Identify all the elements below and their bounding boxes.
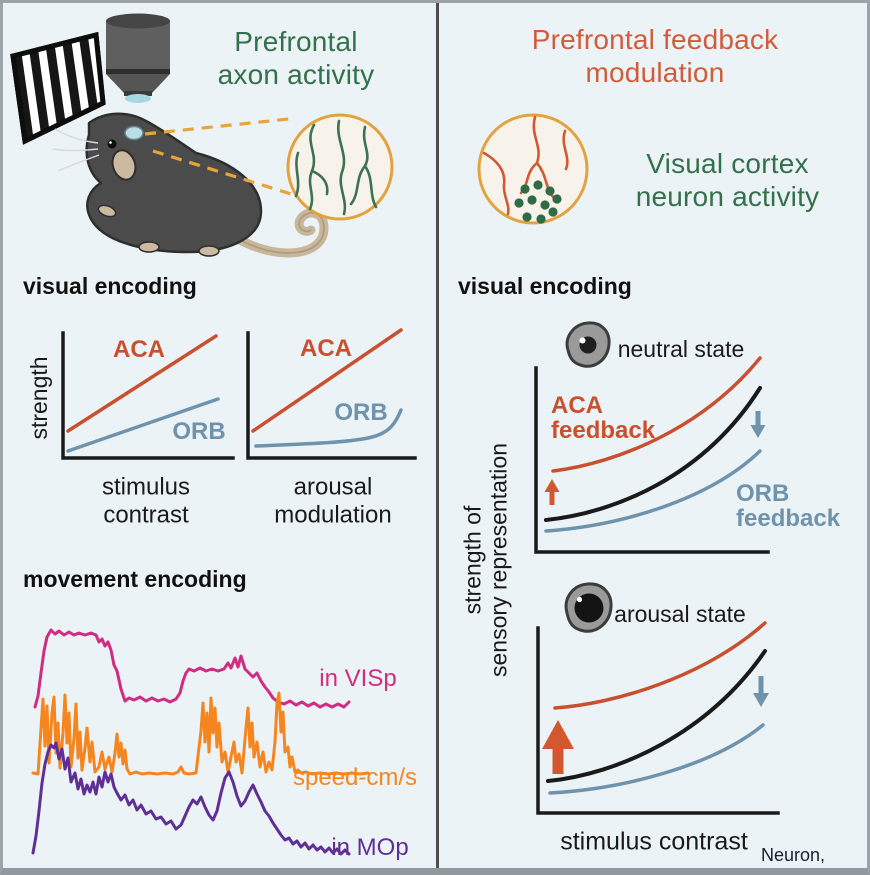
arousal-state-plot bbox=[536, 621, 780, 815]
baseline-curve bbox=[544, 386, 762, 522]
orb-label-arousal: ORB bbox=[334, 399, 388, 426]
feedback-axon-branches-icon bbox=[482, 115, 569, 216]
strength-ylabel: strength bbox=[25, 356, 52, 440]
arousal-eye-icon bbox=[564, 582, 613, 633]
axon-inset-circle bbox=[286, 113, 394, 221]
aca-feedback-curve bbox=[551, 356, 762, 473]
baseline-curve bbox=[546, 649, 767, 783]
whiskers-icon bbox=[52, 128, 100, 172]
visp-trace-label: in VISp bbox=[319, 665, 397, 693]
zoom-connector-lines bbox=[144, 117, 292, 196]
right-panel-subtitle: Visual cortex neuron activity bbox=[635, 148, 820, 213]
neutral-state-plot bbox=[534, 356, 770, 554]
orb-line bbox=[66, 397, 220, 453]
neutral-eye-icon bbox=[565, 321, 611, 368]
left-visual-encoding-heading: visual encoding bbox=[23, 273, 197, 299]
arousal-plot-axes bbox=[246, 331, 417, 460]
aca-feedback-curve bbox=[553, 621, 767, 710]
axon-branches-icon bbox=[294, 119, 378, 216]
orb-feedback-curve bbox=[548, 723, 765, 795]
paws-icon bbox=[97, 204, 220, 257]
up-arrow-large-icon bbox=[542, 720, 574, 774]
aca-label-contrast: ACA bbox=[113, 336, 165, 363]
neutral-state-label: neutral state bbox=[617, 335, 745, 362]
synapse-inset-circle bbox=[477, 113, 589, 225]
movement-encoding-heading: movement encoding bbox=[23, 566, 247, 592]
panel-divider bbox=[436, 3, 439, 868]
journal-credit: Neuron, 2025 bbox=[761, 845, 826, 868]
stimulus-contrast-xlabel: stimulus contrast bbox=[560, 827, 748, 856]
right-panel-title: Prefrontal feedback modulation bbox=[531, 24, 779, 89]
orb-feedback-label: ORB feedback bbox=[736, 480, 841, 533]
speed-trace bbox=[31, 691, 370, 776]
arousal-plot-axes bbox=[536, 626, 780, 815]
visp-trace bbox=[33, 628, 351, 709]
experiment-scene bbox=[10, 13, 394, 258]
sensory-representation-ylabel: strength of sensory representation bbox=[459, 443, 512, 677]
contrast-xlabel: stimulus contrast bbox=[101, 473, 191, 528]
right-visual-encoding-heading: visual encoding bbox=[458, 273, 632, 299]
aca-label-arousal: ACA bbox=[300, 335, 352, 362]
aca-line bbox=[66, 334, 218, 433]
aca-line bbox=[251, 328, 403, 433]
orb-label-contrast: ORB bbox=[172, 418, 226, 445]
cranial-window-icon bbox=[124, 125, 144, 141]
down-arrow-icon bbox=[753, 676, 769, 707]
arousal-xlabel: arousal modulation bbox=[274, 473, 392, 528]
mop-trace-label: in MOp bbox=[331, 834, 409, 862]
orb-curve bbox=[254, 408, 403, 448]
movement-traces bbox=[31, 628, 370, 856]
orb-feedback-curve bbox=[544, 449, 762, 533]
down-arrow-icon bbox=[750, 411, 766, 438]
speed-trace-label: speed-cm/s bbox=[292, 764, 418, 792]
up-arrow-small-icon bbox=[544, 479, 560, 505]
mop-trace bbox=[31, 741, 351, 856]
left-panel-title: Prefrontal axon activity bbox=[217, 26, 375, 91]
arousal-state-label: arousal state bbox=[614, 600, 746, 627]
mouse-icon bbox=[52, 112, 329, 258]
aca-feedback-label: ACA feedback bbox=[551, 392, 656, 445]
microscope-icon bbox=[106, 13, 170, 103]
neutral-plot-axes bbox=[534, 366, 770, 554]
contrast-plot-axes bbox=[61, 331, 235, 460]
neuron-dots-icon bbox=[514, 180, 562, 224]
contrast-plot bbox=[61, 331, 235, 460]
arousal-plot bbox=[246, 328, 417, 460]
